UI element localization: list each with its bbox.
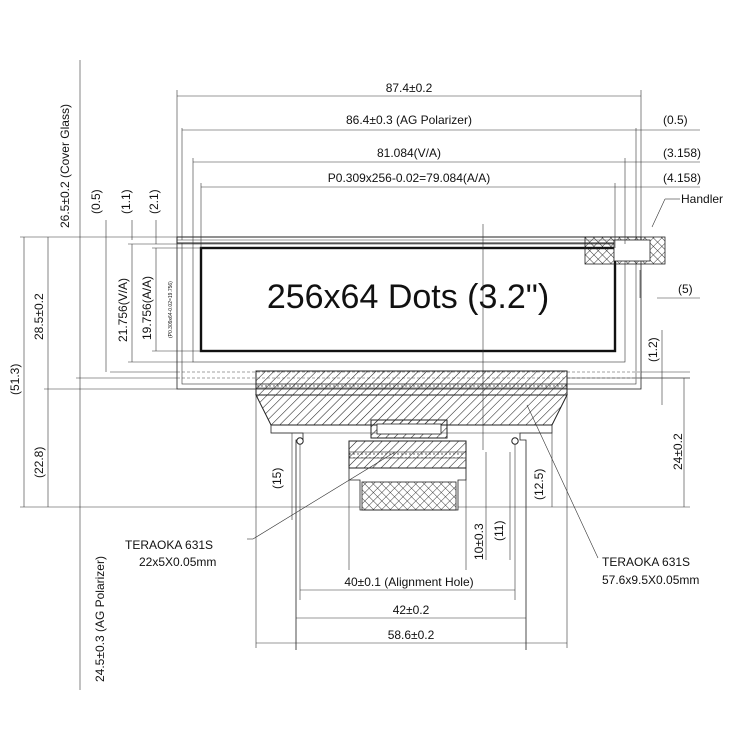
handler-label: Handler [681, 192, 723, 206]
top-dimensions [176, 90, 700, 299]
overall-width-dim: 87.4±0.2 [386, 81, 433, 95]
left-21756-dim: 21.756(V/A) [116, 278, 130, 342]
center-10-dim: 10±0.3 [472, 523, 486, 560]
width-586-dim: 58.6±0.2 [388, 628, 435, 642]
left-228-dim: (22.8) [32, 447, 46, 478]
left-285-dim: 28.5±0.2 [32, 293, 46, 340]
bottom-dimensions [255, 395, 568, 648]
fpc-tail [255, 370, 568, 650]
left-cover-glass-dim: 26.5±0.2 (Cover Glass) [58, 104, 72, 228]
width-42-dim: 42±0.2 [393, 603, 430, 617]
teraoka-left-line2: 22x5X0.05mm [139, 555, 216, 569]
right-05-dim: (0.5) [663, 113, 688, 127]
dots-title: 256x64 Dots (3.2") [267, 278, 549, 316]
alignment-hole-dim: 40±0.1 (Alignment Hole) [344, 575, 473, 589]
right-4158-dim: (4.158) [663, 171, 701, 185]
teraoka-left-line1: TERAOKA 631S [125, 538, 213, 552]
left-513-dim: (51.3) [8, 364, 22, 395]
active-area [199, 246, 617, 353]
right-5-dim: (5) [678, 282, 693, 296]
left-ag-polarizer-dim: 24.5±0.3 (AG Polarizer) [93, 556, 107, 682]
right-dimensions [458, 330, 690, 508]
teraoka-right-line1: TERAOKA 631S [602, 555, 690, 569]
handler-block [584, 198, 680, 265]
teraoka-right-line2: 57.6x9.5X0.05mm [602, 573, 699, 587]
left-11-dim: (1.1) [119, 189, 133, 214]
ag-polarizer-width-dim: 86.4±0.3 (AG Polarizer) [346, 113, 472, 127]
va-width-dim: 81.084(V/A) [377, 146, 441, 160]
left-19756-dim: 19.756(A/A) [140, 276, 154, 340]
right-3158-dim: (3.158) [663, 146, 701, 160]
center-15-dim: (15) [270, 468, 284, 489]
left-05-dim: (0.5) [89, 189, 103, 214]
left-tiny-dim: (P0.309x64-0.02=19.756) [168, 281, 174, 338]
right-24-dim: 24±0.2 [671, 433, 685, 470]
left-dimensions [20, 60, 360, 690]
right-12-dim: (1.2) [646, 337, 660, 362]
center-11-dim: (11) [492, 521, 506, 541]
aa-width-dim: P0.309x256-0.02=79.084(A/A) [328, 171, 490, 185]
right-125-dim: (12.5) [532, 469, 546, 500]
left-21-dim: (2.1) [147, 189, 161, 214]
